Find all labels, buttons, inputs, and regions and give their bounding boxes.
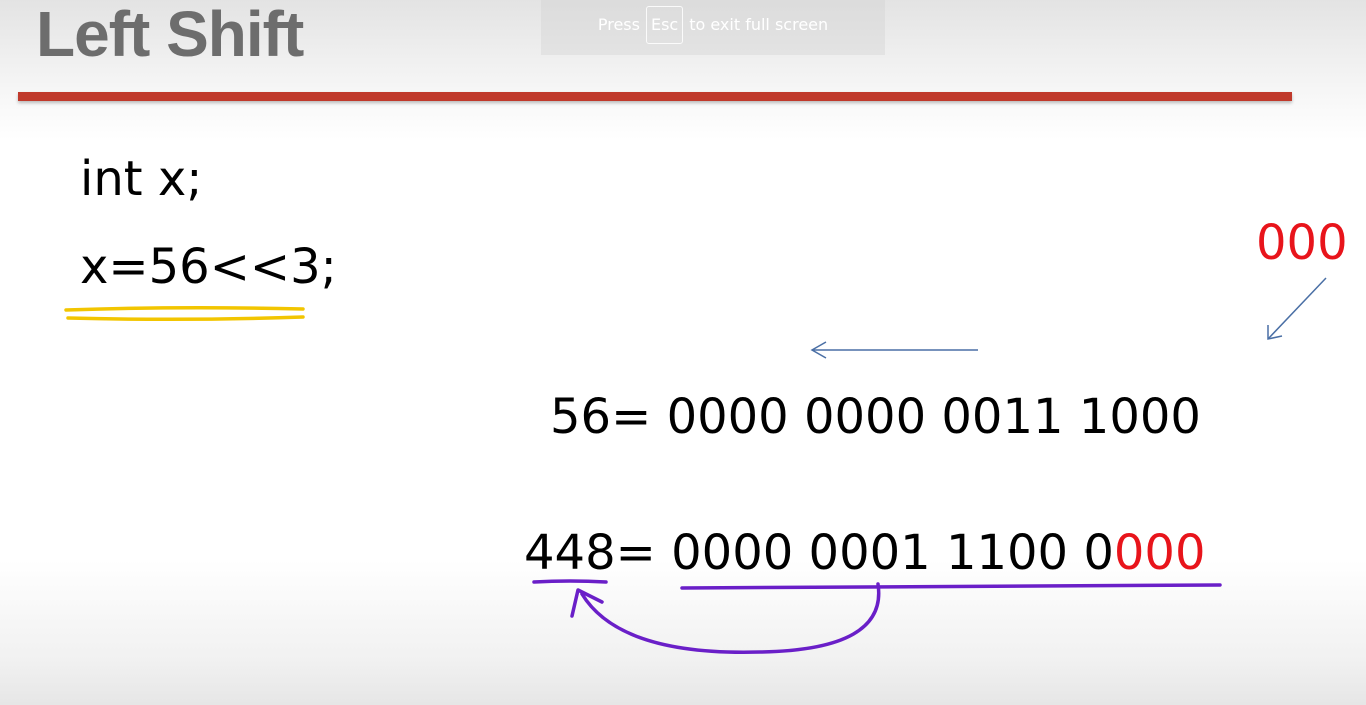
title-divider bbox=[18, 92, 1292, 101]
yellow-underline-top bbox=[64, 305, 305, 312]
purple-underline-result-bits bbox=[680, 583, 1222, 590]
code-declaration: int x; bbox=[80, 151, 203, 207]
binary-original: 56= 0000 0000 0011 1000 bbox=[550, 388, 1201, 446]
zeros-arrow-shaft bbox=[1267, 277, 1327, 340]
yellow-underline-bottom bbox=[66, 315, 305, 322]
zeros-arrow-icon bbox=[1267, 325, 1283, 340]
fullscreen-notice-suffix: to exit full screen bbox=[689, 15, 829, 34]
binary-original-label: 56= bbox=[550, 389, 652, 445]
code-shift-expression: x=56<<3; bbox=[80, 239, 337, 295]
binary-result-label: 448= bbox=[524, 525, 656, 581]
binary-original-bits: 0000 0000 0011 1000 bbox=[666, 389, 1201, 445]
fullscreen-notice-prefix: Press bbox=[597, 15, 640, 34]
fullscreen-notice: Press Esc to exit full screen bbox=[541, 0, 885, 55]
binary-result-shifted-bits: 000 bbox=[1113, 525, 1206, 581]
purple-curved-arrow bbox=[580, 582, 881, 654]
shifted-in-zeros: 000 bbox=[1256, 215, 1348, 271]
slide-title: Left Shift bbox=[36, 0, 304, 70]
purple-curved-arrow-head-icon bbox=[570, 588, 604, 618]
esc-key-hint: Esc bbox=[645, 5, 684, 44]
shift-direction-arrow-icon bbox=[810, 341, 827, 359]
binary-result: 448= 0000 0001 1100 0000 bbox=[524, 524, 1206, 582]
binary-result-bits: 0000 0001 1100 0 bbox=[671, 525, 1114, 581]
